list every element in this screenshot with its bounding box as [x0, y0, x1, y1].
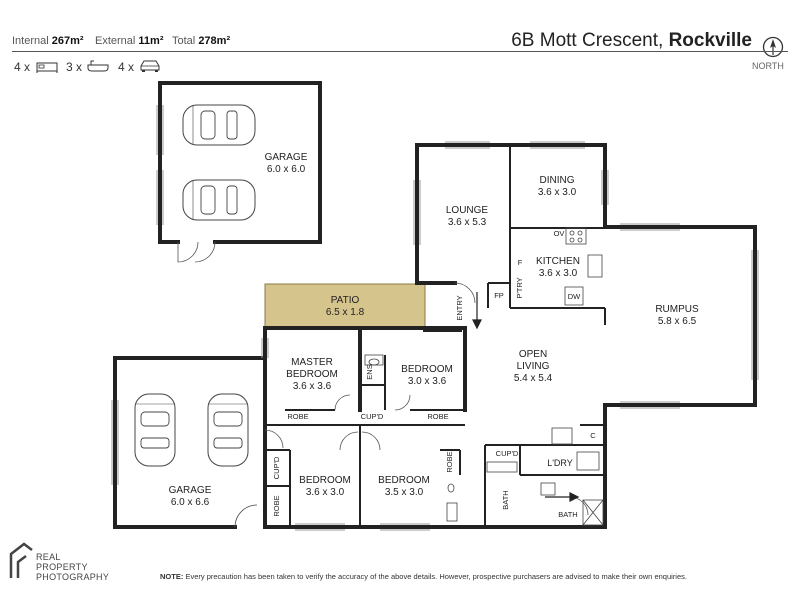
logo-line-1: REAL [36, 552, 61, 562]
shower-icon [582, 499, 604, 526]
external-area: External 11m² [95, 35, 164, 47]
cooktop-icon [565, 227, 587, 245]
kitchen-size: 3.6 x 3.0 [539, 268, 578, 279]
entry-arrow-icon [472, 292, 482, 330]
car-icon [182, 104, 256, 146]
rumpus-label: RUMPUS [655, 304, 699, 315]
garage-bottom-size: 6.0 x 6.6 [171, 497, 210, 508]
master-bedroom-label-2: BEDROOM [286, 369, 338, 380]
windows [111, 105, 759, 531]
north-label: NORTH [752, 61, 784, 71]
right-robe-label: ROBE [445, 451, 454, 472]
ensuite-cupboard-label: CUP'D [361, 412, 384, 421]
property-address: 6B Mott Crescent, Rockville [511, 30, 752, 51]
bedroom-mid-label: BEDROOM [401, 364, 453, 375]
lounge-size: 3.6 x 5.3 [448, 217, 487, 228]
car-icon [134, 393, 176, 467]
toilet-icon [364, 354, 384, 366]
logo-line-2: PROPERTY [36, 562, 88, 572]
bath-icon [87, 60, 109, 72]
header-divider [12, 51, 788, 52]
ensuite-label: ENS [365, 364, 374, 379]
garage-bottom-label: GARAGE [169, 485, 212, 496]
room-labels: GARAGE 6.0 x 6.0 DINING 3.6 x 3.0 LOUNGE… [169, 152, 699, 508]
fridge-label: F [518, 258, 523, 267]
disclaimer-note: NOTE: Every precaution has been taken to… [160, 572, 687, 581]
car-count: 4 x [118, 60, 135, 74]
cupboard-c-label: C [590, 431, 596, 440]
compass-icon [762, 36, 784, 58]
bed-icon [36, 62, 58, 73]
kitchen-label: KITCHEN [536, 256, 580, 267]
bath-cupboard-label: CUP'D [496, 449, 519, 458]
oven-label: OV [554, 229, 565, 238]
bedroom-count: 4 x [14, 60, 31, 74]
open-living-label-2: LIVING [517, 361, 550, 372]
fireplace-label: FP [494, 291, 504, 300]
dishwasher-label: DW [568, 292, 581, 301]
bath-vertical-label: BATH [501, 490, 510, 509]
dining-label: DINING [540, 175, 575, 186]
interior-walls [265, 145, 606, 527]
bathroom-count: 3 x [66, 60, 83, 74]
left-cupboard-label: CUP'D [272, 456, 281, 479]
master-bedroom-size: 3.6 x 3.6 [293, 381, 332, 392]
bath-horizontal-label: BATH [558, 510, 577, 519]
rumpus-size: 5.8 x 6.5 [658, 316, 697, 327]
door-swings [177, 241, 589, 528]
internal-area: Internal 267m² [12, 35, 84, 47]
toilet-icon [446, 502, 458, 522]
car-icon [182, 179, 256, 221]
total-area: Total 278m² [172, 35, 231, 47]
master-bedroom-label: MASTER [291, 357, 333, 368]
basin-icon [540, 482, 556, 496]
bedroom-right-size: 3.5 x 3.0 [385, 487, 424, 498]
logo-line-3: PHOTOGRAPHY [36, 572, 110, 582]
bedroom-left-size: 3.6 x 3.0 [306, 487, 345, 498]
patio-area [264, 283, 426, 329]
patio-size: 6.5 x 1.8 [326, 307, 365, 318]
dining-size: 3.6 x 3.0 [538, 187, 577, 198]
garage-top-size: 6.0 x 6.0 [267, 164, 306, 175]
open-living-size: 5.4 x 5.4 [514, 373, 553, 384]
plan-header: Internal 267m² External 11m² Total 278m²… [0, 0, 800, 80]
sink-icon [587, 254, 603, 278]
master-robe-label: ROBE [287, 412, 308, 421]
fixture-labels: OV F FP P'TRY DW ENTRY ENS CUP'D ROBE RO… [272, 229, 596, 519]
car-icon [140, 60, 160, 72]
laundry-label: L'DRY [547, 458, 573, 468]
bedroom-mid-size: 3.0 x 3.6 [408, 376, 447, 387]
bedroom-robe-label: ROBE [427, 412, 448, 421]
car-icon [207, 393, 249, 467]
garage-top-label: GARAGE [265, 152, 308, 163]
bedroom-right-label: BEDROOM [378, 475, 430, 486]
lounge-label: LOUNGE [446, 205, 489, 216]
fixtures [364, 227, 604, 526]
tub-icon [576, 451, 600, 471]
patio-label: PATIO [331, 295, 360, 306]
bath-arrow-icon [545, 492, 580, 502]
bedroom-left-label: BEDROOM [299, 475, 351, 486]
left-robe-label: ROBE [272, 495, 281, 516]
brand-logo: REAL PROPERTY PHOTOGRAPHY [8, 540, 118, 590]
entry-label: ENTRY [455, 295, 464, 320]
pantry-label: P'TRY [515, 277, 524, 298]
open-living-label: OPEN [519, 349, 547, 360]
logo-mark-icon [9, 542, 33, 578]
